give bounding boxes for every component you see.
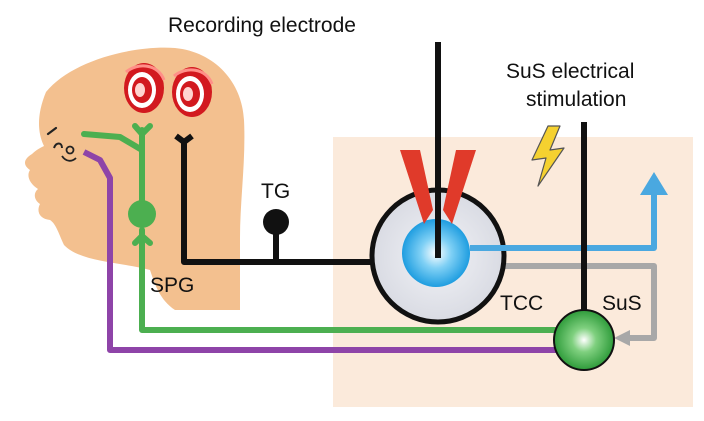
sus-nucleus bbox=[553, 309, 615, 371]
label-sus-stimulation-line2: stimulation bbox=[526, 88, 626, 111]
vessel-left bbox=[124, 63, 166, 113]
eye-mark bbox=[53, 142, 63, 149]
label-sus-stimulation-line1: SuS electrical bbox=[506, 60, 634, 83]
arrow-left-icon bbox=[614, 330, 630, 346]
label-spg: SPG bbox=[150, 274, 194, 297]
arrow-up-icon bbox=[640, 172, 668, 195]
nose-mark bbox=[65, 145, 75, 155]
label-recording-electrode: Recording electrode bbox=[168, 14, 356, 37]
electrode-tip-right bbox=[443, 150, 476, 224]
gray-feedback-pathway bbox=[470, 263, 657, 341]
vessel-right bbox=[172, 67, 214, 117]
eye-line bbox=[61, 155, 77, 162]
tg-ganglion bbox=[263, 209, 289, 235]
spg-ganglion bbox=[128, 200, 156, 228]
green-pathway bbox=[81, 123, 587, 333]
label-tg: TG bbox=[261, 180, 290, 203]
label-sus: SuS bbox=[602, 292, 642, 315]
electrode-tip-left bbox=[400, 150, 433, 224]
lightning-bolt-icon bbox=[531, 125, 565, 187]
purple-pathway bbox=[82, 149, 584, 353]
blue-output-pathway bbox=[470, 192, 657, 251]
eyebrow-mark bbox=[46, 126, 58, 136]
label-tcc: TCC bbox=[500, 292, 543, 315]
